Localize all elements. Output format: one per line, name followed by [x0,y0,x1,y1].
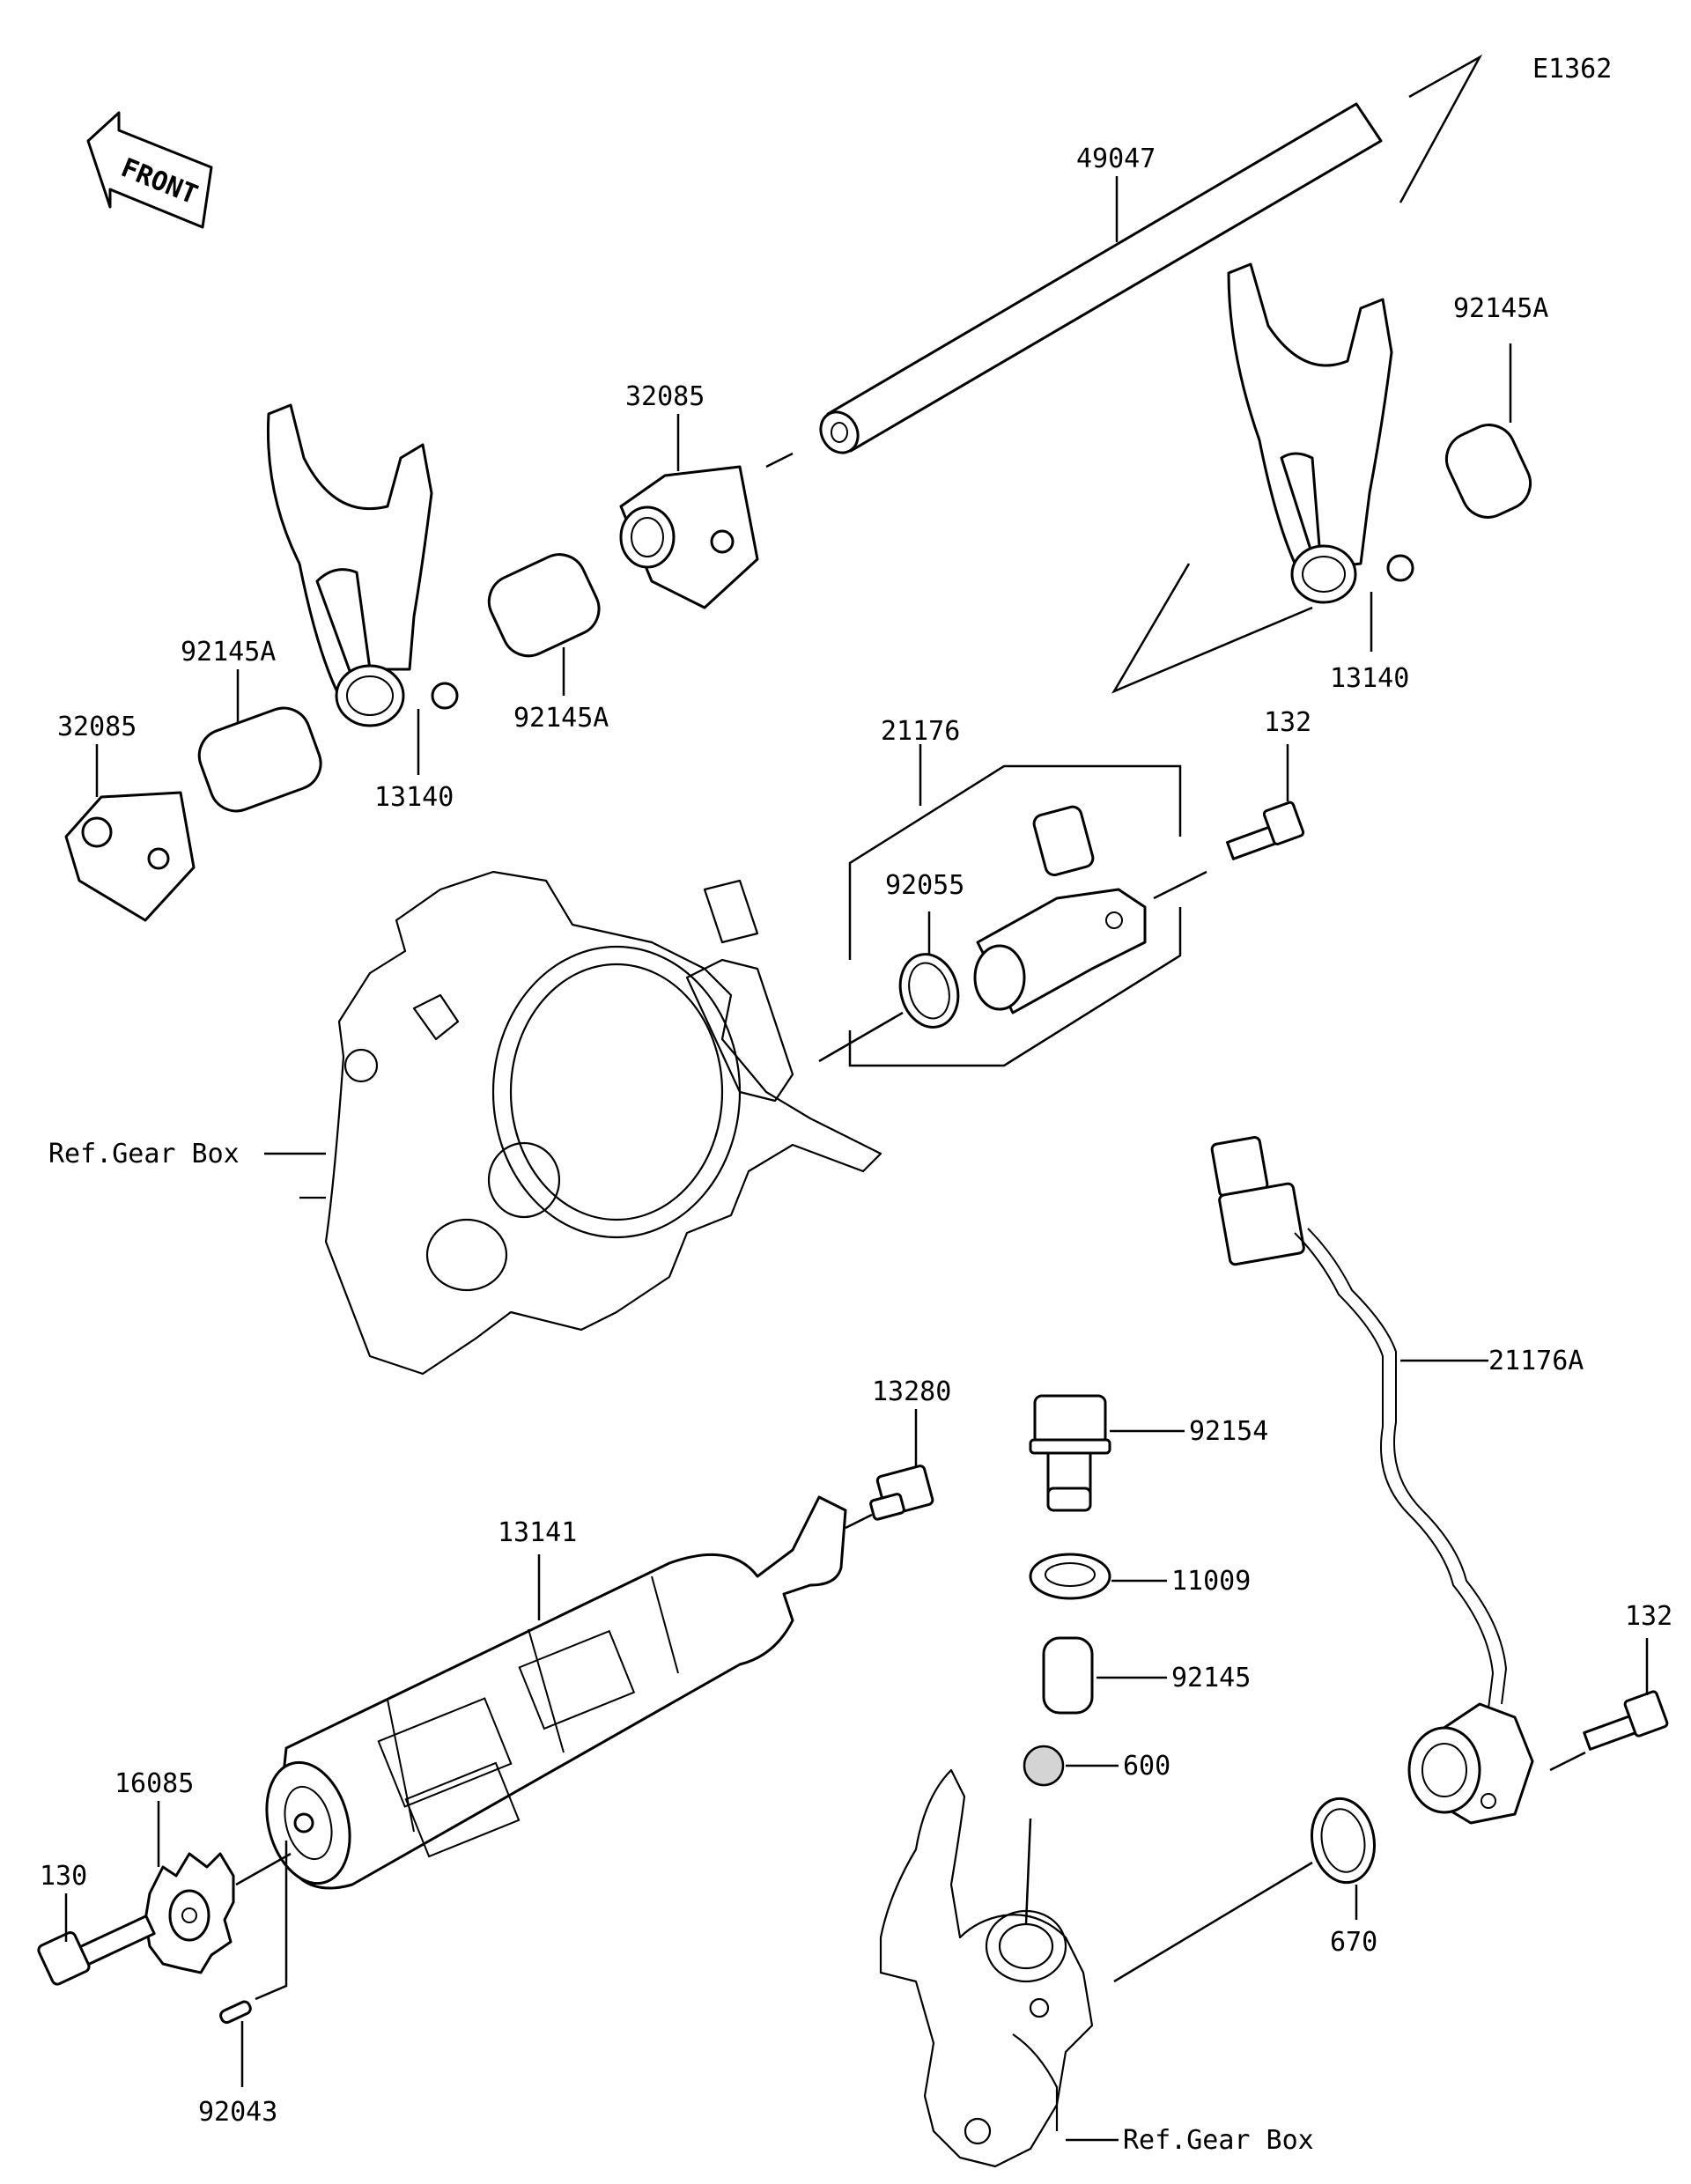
chevron-bracket [1111,563,1313,694]
label-92145A-mid: 92145A [513,703,609,734]
label-92145A-left: 92145A [181,637,276,668]
shift-fork-right [1227,262,1414,652]
label-21176A: 21176A [1488,1346,1584,1376]
gear-box-housing-bottom [879,1768,1119,2168]
label-21176: 21176 [881,716,960,747]
sensor-21176-group [848,744,1207,1067]
label-92145: 92145 [1171,1663,1251,1693]
label-32085-top: 32085 [625,381,705,412]
gear-16085 [144,1801,292,1974]
label-130: 130 [40,1861,87,1892]
shift-fork-left [266,403,459,775]
label-670: 670 [1330,1927,1377,1958]
label-92145A-right: 92145A [1453,293,1548,324]
label-132-bottom: 132 [1625,1601,1673,1632]
label-49047: 49047 [1076,144,1156,174]
bolt-132-bottom [1583,1638,1669,1751]
label-32085-left: 32085 [57,712,137,742]
spring-92145A-mid [487,553,601,696]
front-arrow-icon: FRONT [86,111,213,229]
label-ref-gear-box-bottom: Ref.Gear Box [1123,2125,1314,2156]
label-13280: 13280 [872,1376,951,1407]
sensor-cable-21176A [1210,1136,1508,1709]
o-ring-92055 [818,911,960,1063]
label-132-top: 132 [1264,707,1311,738]
ball-600 [1023,1745,1119,1925]
label-92055: 92055 [885,870,964,901]
washer-11009 [1029,1553,1167,1600]
holder-32085-left [64,744,196,922]
figure-id: E1362 [1532,54,1612,85]
label-16085: 16085 [114,1768,194,1799]
label-92043: 92043 [198,2097,277,2128]
bolt-132-top [1226,744,1305,860]
sensor-mount [1407,1702,1586,1825]
label-ref-gear-box-top: Ref.Gear Box [48,1139,240,1169]
o-ring-670 [1113,1797,1376,1983]
spring-92145A-right [1444,343,1532,519]
gear-box-housing-top [264,870,882,1376]
plug-92154 [1029,1394,1185,1512]
spring-92145 [1042,1636,1167,1715]
pin-13280 [845,1409,934,1530]
label-13140-left: 13140 [374,782,454,813]
label-11009: 11009 [1171,1566,1251,1597]
holder-32085-top [619,414,759,609]
pin-92043 [219,1841,288,2087]
label-600: 600 [1123,1751,1170,1782]
shift-drum-13141 [265,1495,847,1890]
label-92154: 92154 [1189,1416,1268,1447]
label-13141: 13141 [498,1517,577,1548]
spring-92145A-left [197,669,322,813]
shift-rod-49047 [765,54,1483,469]
label-13140-right: 13140 [1330,663,1409,694]
bolt-130 [37,1893,156,1986]
